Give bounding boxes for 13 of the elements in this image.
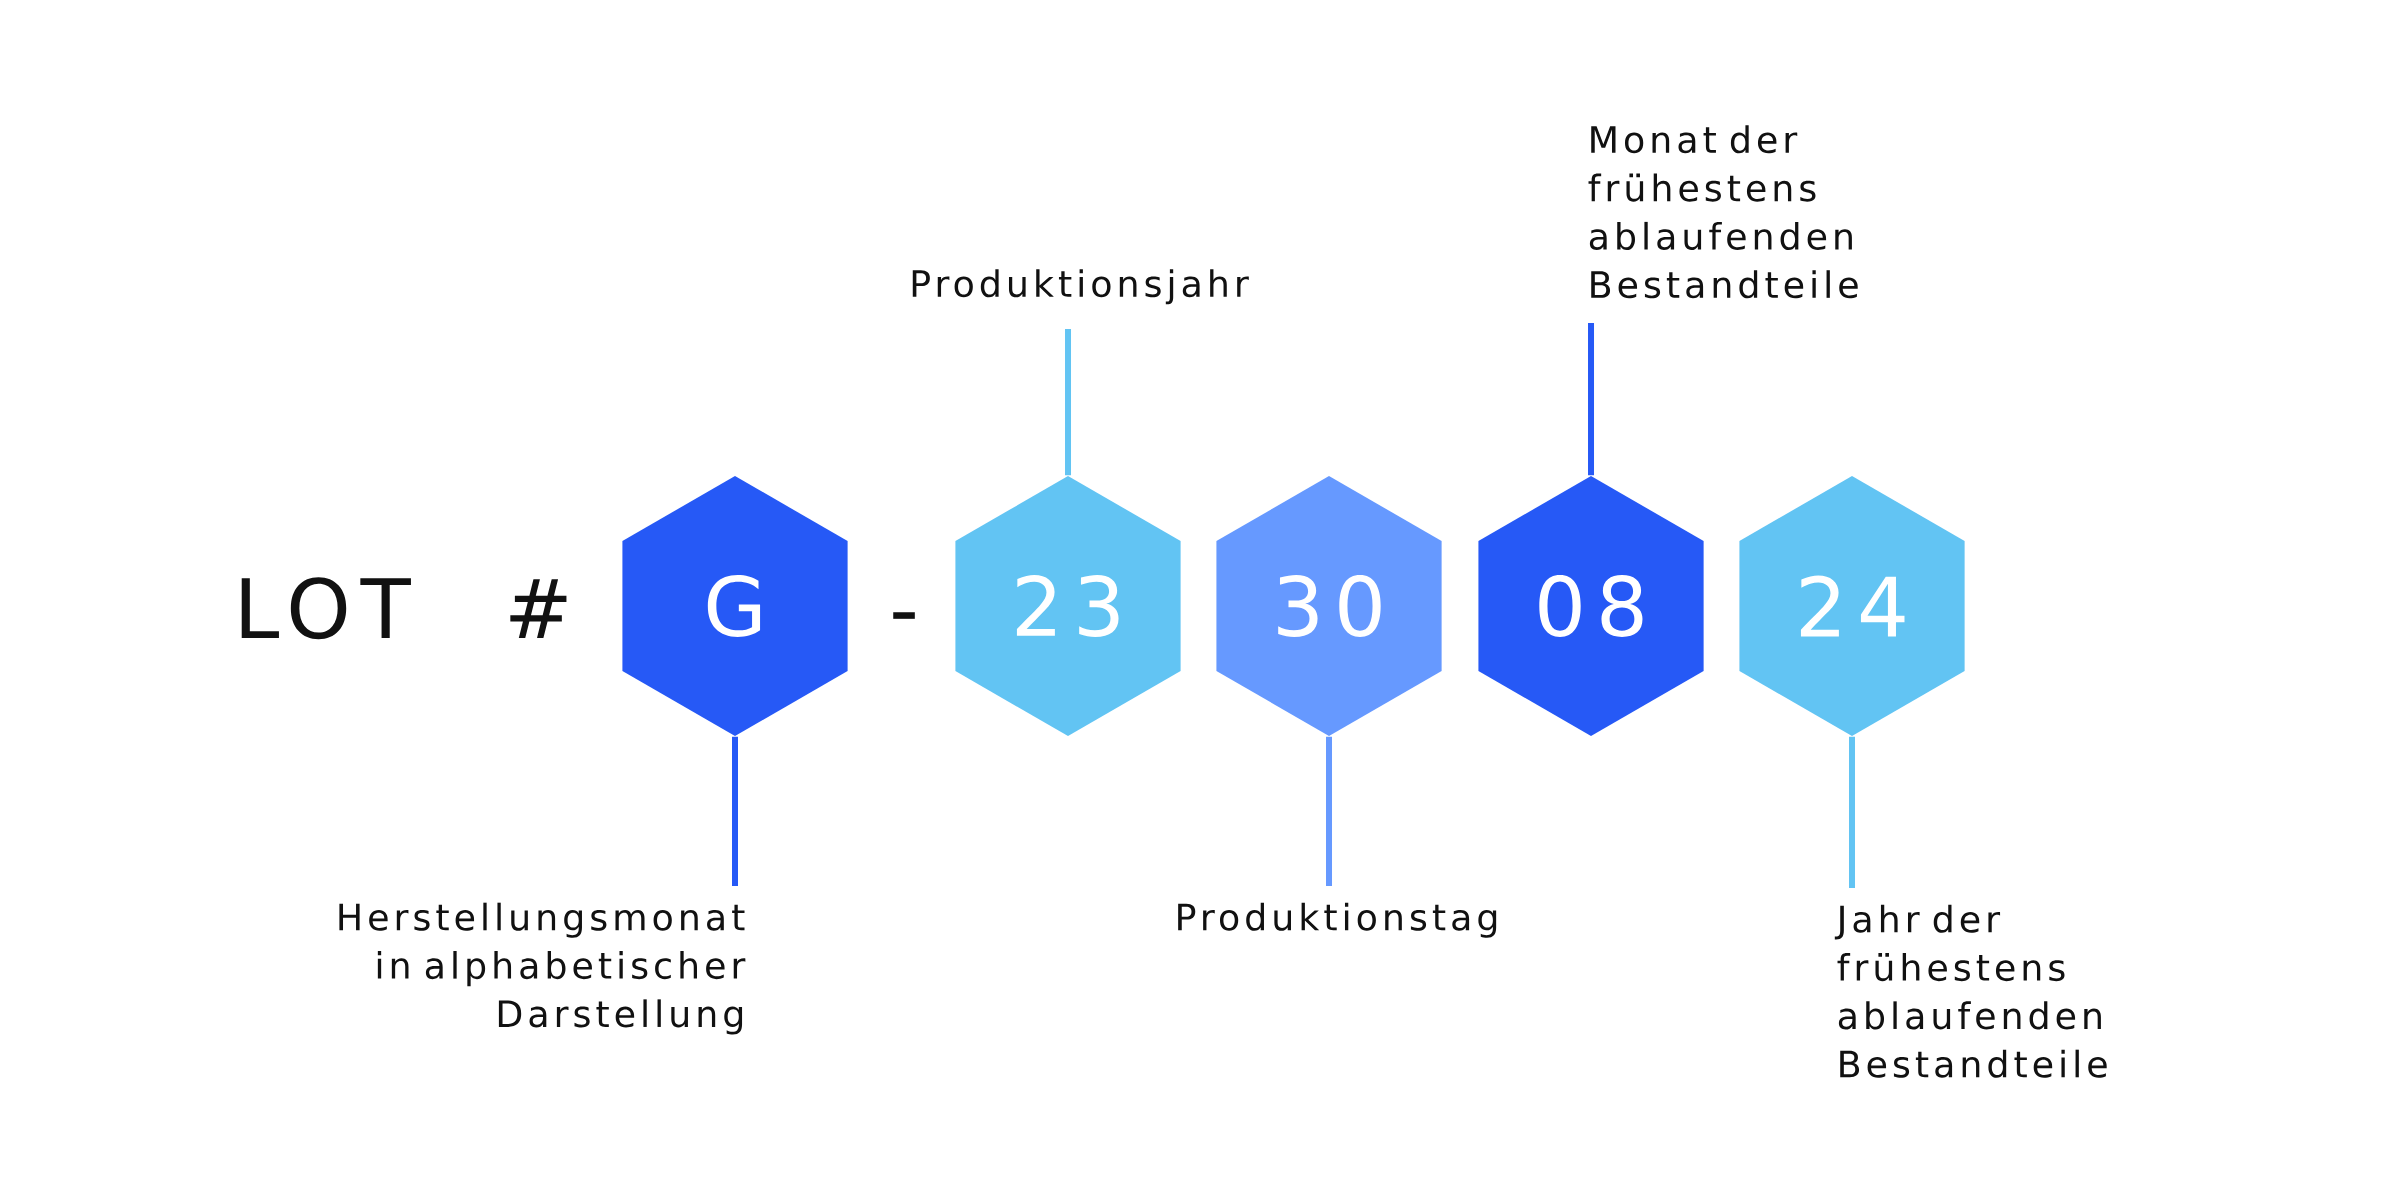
hexagon: 08 — [1478, 476, 1704, 736]
hexagon: 30 — [1216, 476, 1442, 736]
hexagon: 23 — [955, 476, 1181, 736]
leader-line — [1065, 329, 1071, 476]
callout-label: Produktionstag — [1178, 902, 1497, 938]
callout-label: Jahr der frühestens ablaufenden Bestandteile — [1834, 904, 2107, 1078]
callout-label: Herstellungsmonat in alphabetischer Darstellung — [339, 902, 746, 1035]
hyphen: - — [893, 612, 915, 619]
callout-label: Produktionsjahr — [912, 269, 1249, 305]
callout-label: Monat der frühestens ablaufenden Bestandteile — [1588, 125, 1858, 299]
leader-line — [1588, 323, 1594, 476]
hexagon: G — [622, 476, 848, 736]
hexagon: 24 — [1739, 476, 1965, 736]
